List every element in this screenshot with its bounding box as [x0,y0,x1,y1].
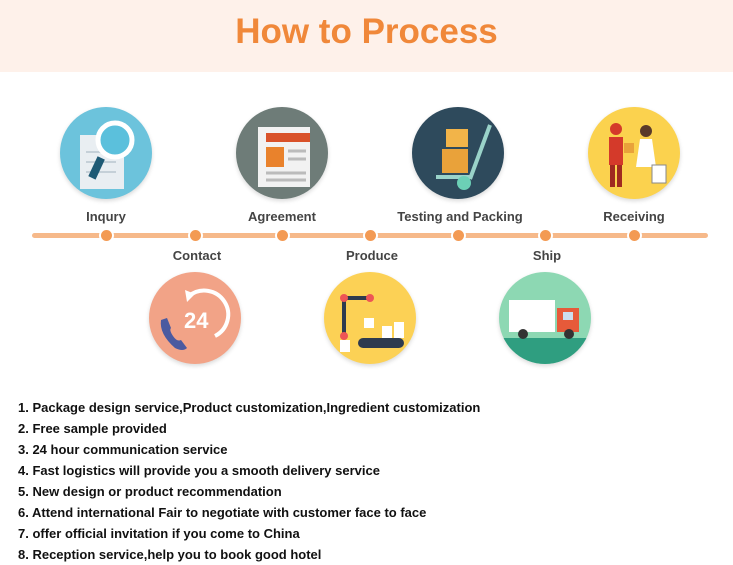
step-label-agreement: Agreement [248,209,316,224]
service-item: 3. 24 hour communication service [18,442,228,457]
agreement-icon [236,107,328,199]
contact-icon: 24 [149,272,241,364]
testing-packing-icon [412,107,504,199]
services-list: 1. Package design service,Product custom… [18,397,480,565]
ship-icon [499,272,591,364]
step-label-ship: Ship [532,248,562,263]
inquiry-icon [60,107,152,199]
timeline-dot [363,228,378,243]
step-label-testing-packing: Testing and Packing [397,209,523,224]
page-title: How to Process [235,12,498,51]
header-banner: How to Process [0,0,733,72]
service-item: 8. Reception service,help you to book go… [18,547,322,562]
timeline-dot [275,228,290,243]
step-label-inquiry: Inqury [86,209,126,224]
service-item: 2. Free sample provided [18,421,167,436]
step-label-contact: Contact [172,248,222,263]
service-item: 7. offer official invitation if you come… [18,526,300,541]
service-item: 6. Attend international Fair to negotiat… [18,505,427,520]
step-label-produce: Produce [345,248,398,263]
step-label-receiving: Receiving [603,209,665,224]
timeline-dot [99,228,114,243]
icon-24-text: 24 [184,308,209,333]
timeline-dot [538,228,553,243]
timeline-dot [627,228,642,243]
timeline-dot [451,228,466,243]
service-item: 4. Fast logistics will provide you a smo… [18,463,380,478]
service-item: 1. Package design service,Product custom… [18,400,481,415]
receiving-icon [588,107,680,199]
timeline-dot [188,228,203,243]
produce-icon [324,272,416,364]
service-item: 5. New design or product recommendation [18,484,282,499]
